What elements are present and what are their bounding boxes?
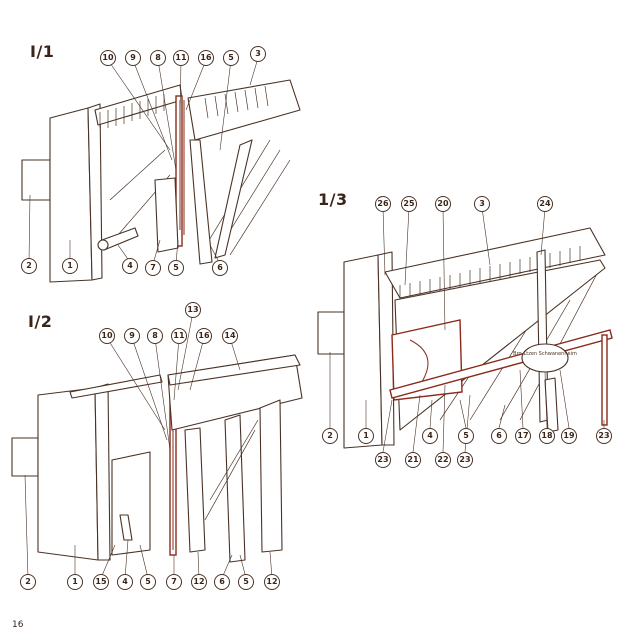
callout: 16 [198,50,214,66]
callout: 21 [405,452,421,468]
callout: 1 [358,428,374,444]
callout: 7 [166,574,182,590]
callout: 2 [21,258,37,274]
callout: 11 [173,50,189,66]
callout: 6 [214,574,230,590]
plate-text: Bro-Ltzen Schwanenheim [513,351,577,357]
callout: 3 [474,196,490,212]
callout: 12 [264,574,280,590]
callout: 10 [99,328,115,344]
callout: 23 [596,428,612,444]
callout: 8 [150,50,166,66]
callout: 1 [62,258,78,274]
callout: 18 [539,428,555,444]
callout: 9 [124,328,140,344]
callout: 23 [457,452,473,468]
callout: 20 [435,196,451,212]
hammer-comb-2 [204,85,269,119]
callout: 5 [168,260,184,276]
callout: 11 [171,328,187,344]
callout: 6 [491,428,507,444]
callout: 9 [125,50,141,66]
callout: 2 [322,428,338,444]
callout: 2 [20,574,36,590]
callout: 17 [515,428,531,444]
callout: 25 [401,196,417,212]
callout: 5 [238,574,254,590]
callout: 8 [147,328,163,344]
callout: 5 [140,574,156,590]
callout: 19 [561,428,577,444]
callout: 13 [185,302,201,318]
callout: 15 [93,574,109,590]
figure-3-title: 1/3 [318,190,348,209]
page-number: 16 [12,620,24,630]
callout: 5 [223,50,239,66]
callout: 26 [375,196,391,212]
figure-3-drawing: Bro-Ltzen Schwanenheim [317,227,613,449]
callout: 24 [537,196,553,212]
callout: 22 [435,452,451,468]
callout: 1 [67,574,83,590]
figure-1-drawing [21,79,301,283]
callout: 4 [122,258,138,274]
callout: 5 [458,428,474,444]
callout: 3 [250,46,266,62]
figure-2-drawing [11,354,303,563]
figure-2-title: I/2 [28,312,53,331]
figure-1-title: I/1 [30,42,55,61]
callout: 10 [100,50,116,66]
callout: 14 [222,328,238,344]
callout: 23 [375,452,391,468]
callout: 6 [212,260,228,276]
callout: 12 [191,574,207,590]
callout: 4 [117,574,133,590]
callout: 4 [422,428,438,444]
callout: 16 [196,328,212,344]
callout: 7 [145,260,161,276]
